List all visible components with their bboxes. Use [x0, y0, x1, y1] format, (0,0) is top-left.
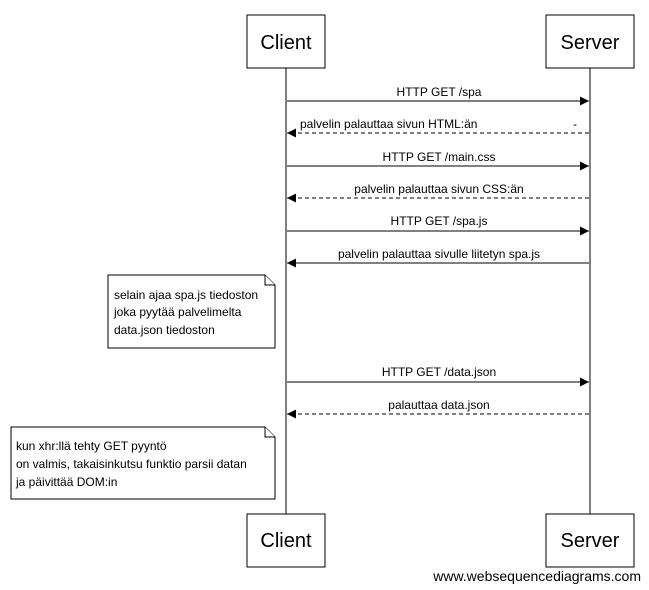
client-actor-bottom: Client	[246, 513, 326, 568]
message-label: palvelin palauttaa sivulle liitetyn spa.…	[338, 247, 540, 261]
message-label: HTTP GET /spa	[397, 85, 482, 99]
message-7: HTTP GET /data.json	[287, 365, 589, 387]
message-3: HTTP GET /main.css	[287, 150, 589, 171]
message-label: HTTP GET /data.json	[382, 365, 496, 379]
note-line: ja päivittää DOM:in	[15, 475, 117, 489]
message-label: HTTP GET /main.css	[383, 150, 496, 164]
note-2: kun xhr:llä tehty GET pyyntö on valmis, …	[10, 426, 276, 500]
server-actor-label: Server	[561, 32, 620, 54]
server-actor-label: Server	[561, 530, 620, 552]
server-actor-top: Server	[545, 14, 635, 69]
message-label: palauttaa data.json	[388, 398, 489, 412]
message-label: palvelin palauttaa sivun CSS:än	[354, 182, 523, 196]
note-line: data.json tiedoston	[114, 323, 215, 337]
note-line: selain ajaa spa.js tiedoston	[114, 288, 258, 302]
note-line: kun xhr:llä tehty GET pyyntö	[16, 439, 167, 453]
note-line: joka pyytää palvelimelta	[113, 305, 242, 319]
message-label: HTTP GET /spa.js	[391, 214, 488, 228]
message-5: HTTP GET /spa.js	[287, 214, 589, 236]
client-actor-top: Client	[246, 14, 326, 69]
message-1: HTTP GET /spa	[287, 85, 589, 106]
client-actor-label: Client	[260, 530, 312, 552]
message-6: palvelin palauttaa sivulle liitetyn spa.…	[287, 247, 589, 268]
note-1: selain ajaa spa.js tiedoston joka pyytää…	[107, 274, 276, 349]
watermark-text: www.websequencediagrams.com	[433, 568, 641, 584]
message-trailing-mark: -	[573, 117, 577, 131]
server-actor-bottom: Server	[545, 513, 635, 568]
message-2: palvelin palauttaa sivun HTML:än -	[287, 117, 589, 138]
message-label: palvelin palauttaa sivun HTML:än	[300, 117, 477, 131]
client-actor-label: Client	[260, 32, 312, 54]
note-line: on valmis, takaisinkutsu funktio parsii …	[16, 457, 247, 471]
message-4: palvelin palauttaa sivun CSS:än	[287, 182, 589, 203]
message-8: palauttaa data.json	[287, 398, 589, 419]
